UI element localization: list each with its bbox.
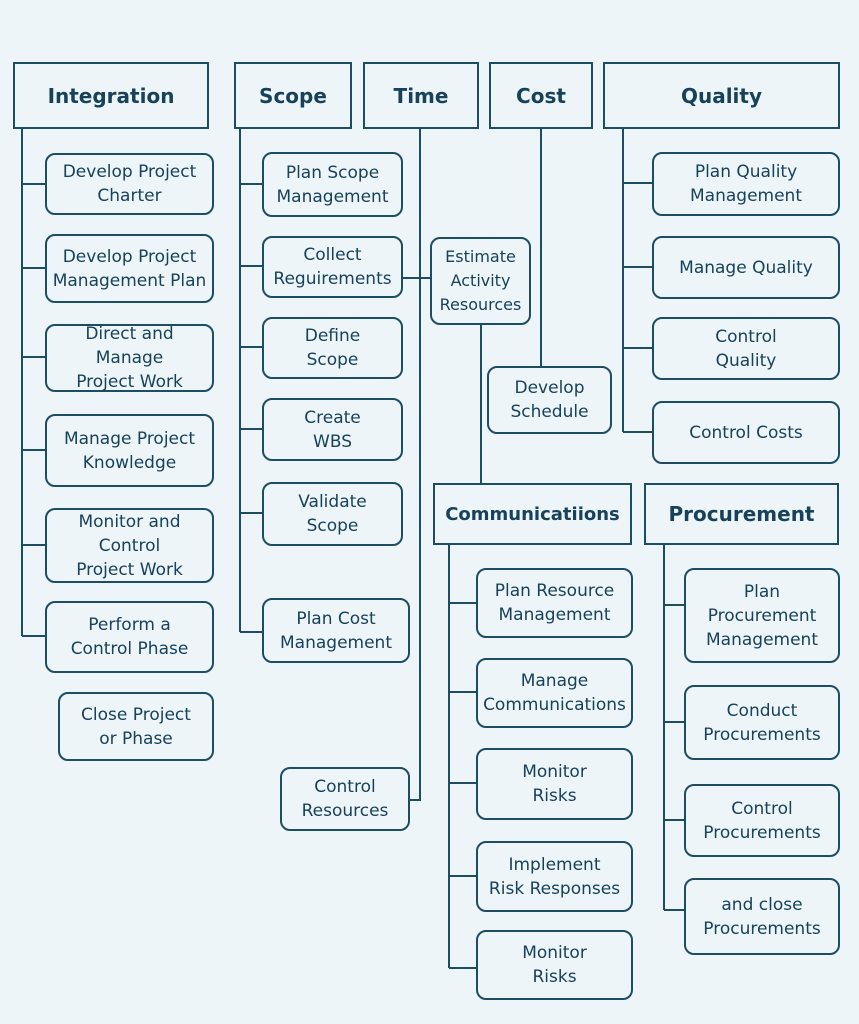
header-communications: Communicatiions — [433, 483, 632, 545]
process-control-quality: Control Quality — [652, 317, 840, 380]
process-monitor-control-work: Monitor and Control Project Work — [45, 508, 214, 583]
process-create-wbs: Create WBS — [262, 398, 403, 461]
process-define-scope: Define Scope — [262, 317, 403, 379]
header-quality: Quality — [603, 62, 840, 129]
header-scope: Scope — [234, 62, 352, 129]
process-close-project: Close Project or Phase — [58, 692, 214, 761]
process-manage-quality: Manage Quality — [652, 236, 840, 299]
process-estimate-activity-resources: Estimate Activity Resources — [430, 237, 531, 325]
process-close-procurements: and close Procurements — [684, 878, 840, 955]
process-plan-scope: Plan Scope Management — [262, 152, 403, 217]
process-plan-resource: Plan Resource Management — [476, 568, 633, 638]
header-integration: Integration — [13, 62, 209, 129]
process-plan-procurement: Plan Procurement Management — [684, 568, 840, 663]
process-perform-control-phase: Perform a Control Phase — [45, 601, 214, 673]
process-implement-risk-responses: Implement Risk Responses — [476, 841, 633, 912]
process-develop-project-charter: Develop Project Charter — [45, 153, 214, 215]
process-control-procurements: Control Procurements — [684, 784, 840, 857]
header-time: Time — [363, 62, 479, 129]
process-monitor-risks: Monitor Risks — [476, 748, 633, 820]
header-procurement: Procurement — [644, 483, 839, 545]
process-monitor-risks-2: Monitor Risks — [476, 930, 633, 1000]
process-direct-manage-work: Direct and Manage Project Work — [45, 324, 214, 392]
process-validate-scope: Validate Scope — [262, 482, 403, 546]
header-cost: Cost — [489, 62, 593, 129]
process-control-resources: Control Resources — [280, 767, 410, 831]
process-conduct-procurements: Conduct Procurements — [684, 685, 840, 760]
process-manage-knowledge: Manage Project Knowledge — [45, 414, 214, 487]
process-plan-cost: Plan Cost Management — [262, 598, 410, 663]
process-collect-requirements: Collect Reguirements — [262, 236, 403, 298]
process-control-costs: Control Costs — [652, 401, 840, 464]
process-develop-schedule: Develop Schedule — [487, 366, 612, 434]
process-plan-quality: Plan Quality Management — [652, 152, 840, 216]
process-manage-communications: Manage Communications — [476, 658, 633, 728]
process-develop-pm-plan: Develop Project Management Plan — [45, 234, 214, 303]
